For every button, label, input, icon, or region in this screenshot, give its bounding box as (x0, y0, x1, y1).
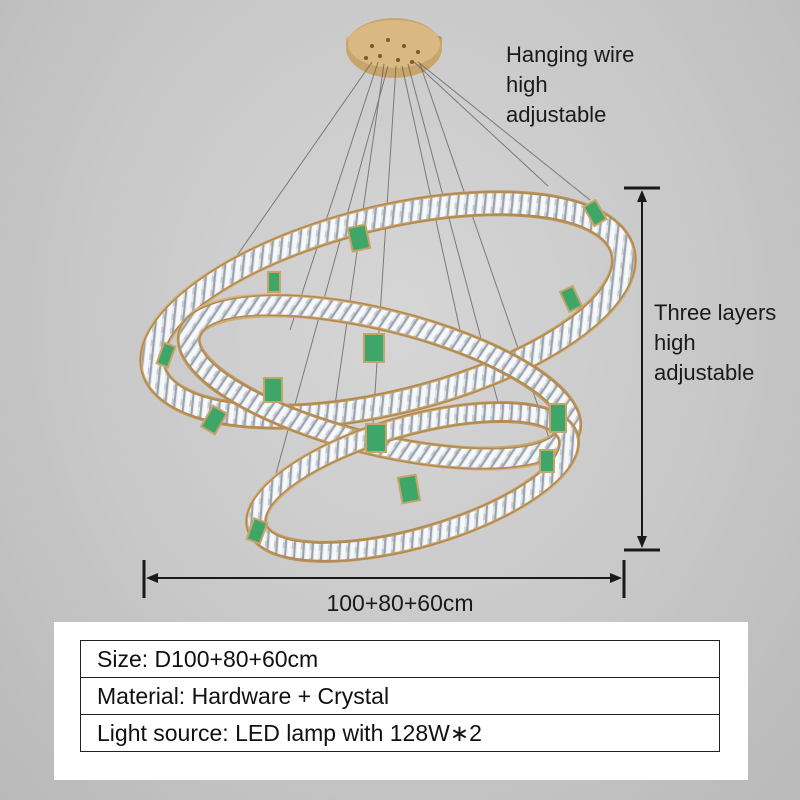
spec-material: Material: Hardware + Crystal (80, 677, 720, 715)
three-layers-line-3: adjustable (654, 360, 755, 385)
top-ring (139, 190, 637, 430)
hanging-wires (205, 61, 591, 511)
dimension-label: 100+80+60cm (326, 590, 474, 616)
three-layers-line-1: Three layers (654, 300, 777, 325)
spec-size: Size: D100+80+60cm (80, 640, 720, 678)
spec-panel: Size: D100+80+60cm Material: Hardware + … (54, 622, 748, 780)
hanging-wire-line-3: adjustable (506, 102, 607, 127)
ring-accent-blocks (155, 198, 608, 546)
ceiling-canopy (346, 18, 442, 78)
spec-row: Light source: LED lamp with 128W∗2 (80, 714, 720, 752)
spec-row: Material: Hardware + Crystal (80, 677, 720, 715)
hanging-wire-line-1: Hanging wire (506, 42, 635, 67)
spec-light-source: Light source: LED lamp with 128W∗2 (80, 714, 720, 752)
spec-table: Size: D100+80+60cm Material: Hardware + … (80, 640, 720, 752)
width-dimension-marker (142, 560, 626, 598)
hanging-wire-line-2: high (506, 72, 548, 97)
spec-row: Size: D100+80+60cm (80, 640, 720, 678)
middle-ring (176, 293, 583, 471)
three-layers-line-2: high (654, 330, 696, 355)
hanging-wire-callout: Hanging wire high adjustable (506, 40, 634, 130)
height-dimension-marker (624, 186, 660, 552)
three-layers-callout: Three layers high adjustable (654, 298, 776, 388)
